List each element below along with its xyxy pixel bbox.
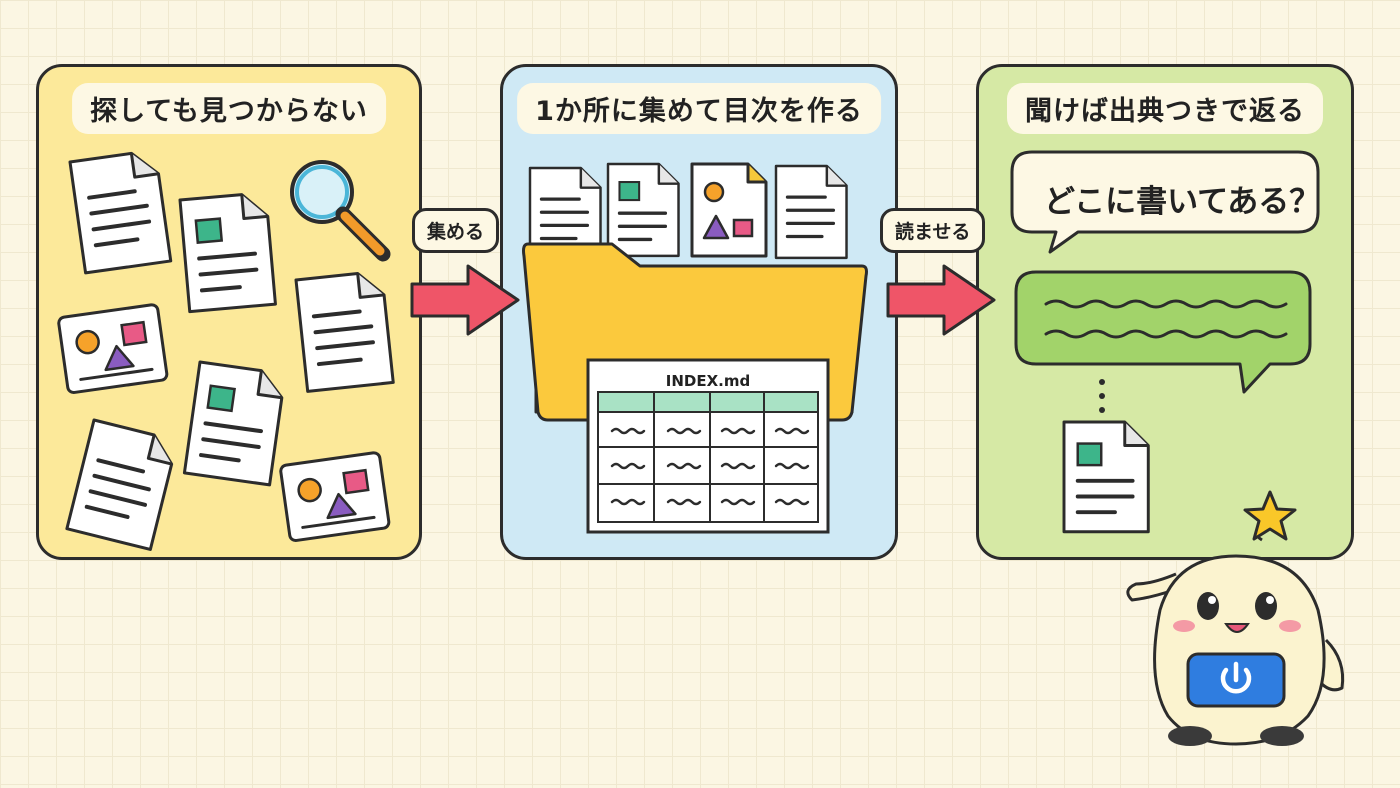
speech-bubble-icon bbox=[1010, 150, 1320, 254]
panel-title: 探しても見つからない bbox=[72, 83, 386, 134]
document-icon bbox=[182, 360, 288, 487]
document-icon bbox=[606, 162, 681, 258]
document-icon bbox=[1062, 420, 1151, 534]
index-file-name: INDEX.md bbox=[665, 372, 751, 390]
document-icon bbox=[64, 418, 180, 552]
panel-title: 1か所に集めて目次を作る bbox=[517, 83, 881, 134]
document-icon bbox=[178, 190, 278, 314]
spreadsheet-icon bbox=[586, 358, 830, 534]
star-icon bbox=[1243, 490, 1297, 541]
step-label-read: 読ませる bbox=[880, 208, 986, 253]
arrow-right-icon bbox=[410, 264, 520, 336]
step-label-gather: 集める bbox=[412, 208, 500, 253]
arrow-right-icon bbox=[886, 264, 996, 336]
panel-title: 聞けば出典つきで返る bbox=[1007, 83, 1323, 134]
magnifier-icon bbox=[290, 160, 391, 262]
mascot-robot-icon bbox=[1126, 490, 1345, 746]
image-icon bbox=[690, 162, 768, 258]
image-icon bbox=[56, 302, 170, 395]
document-icon bbox=[294, 269, 396, 394]
answer-bubble-icon bbox=[1014, 270, 1312, 394]
document-icon bbox=[68, 148, 173, 275]
source-connector bbox=[1099, 379, 1105, 413]
image-icon bbox=[278, 450, 392, 543]
power-icon bbox=[1220, 661, 1252, 694]
document-icon bbox=[774, 164, 849, 260]
question-text: どこに書いてある？ bbox=[1044, 184, 1321, 220]
